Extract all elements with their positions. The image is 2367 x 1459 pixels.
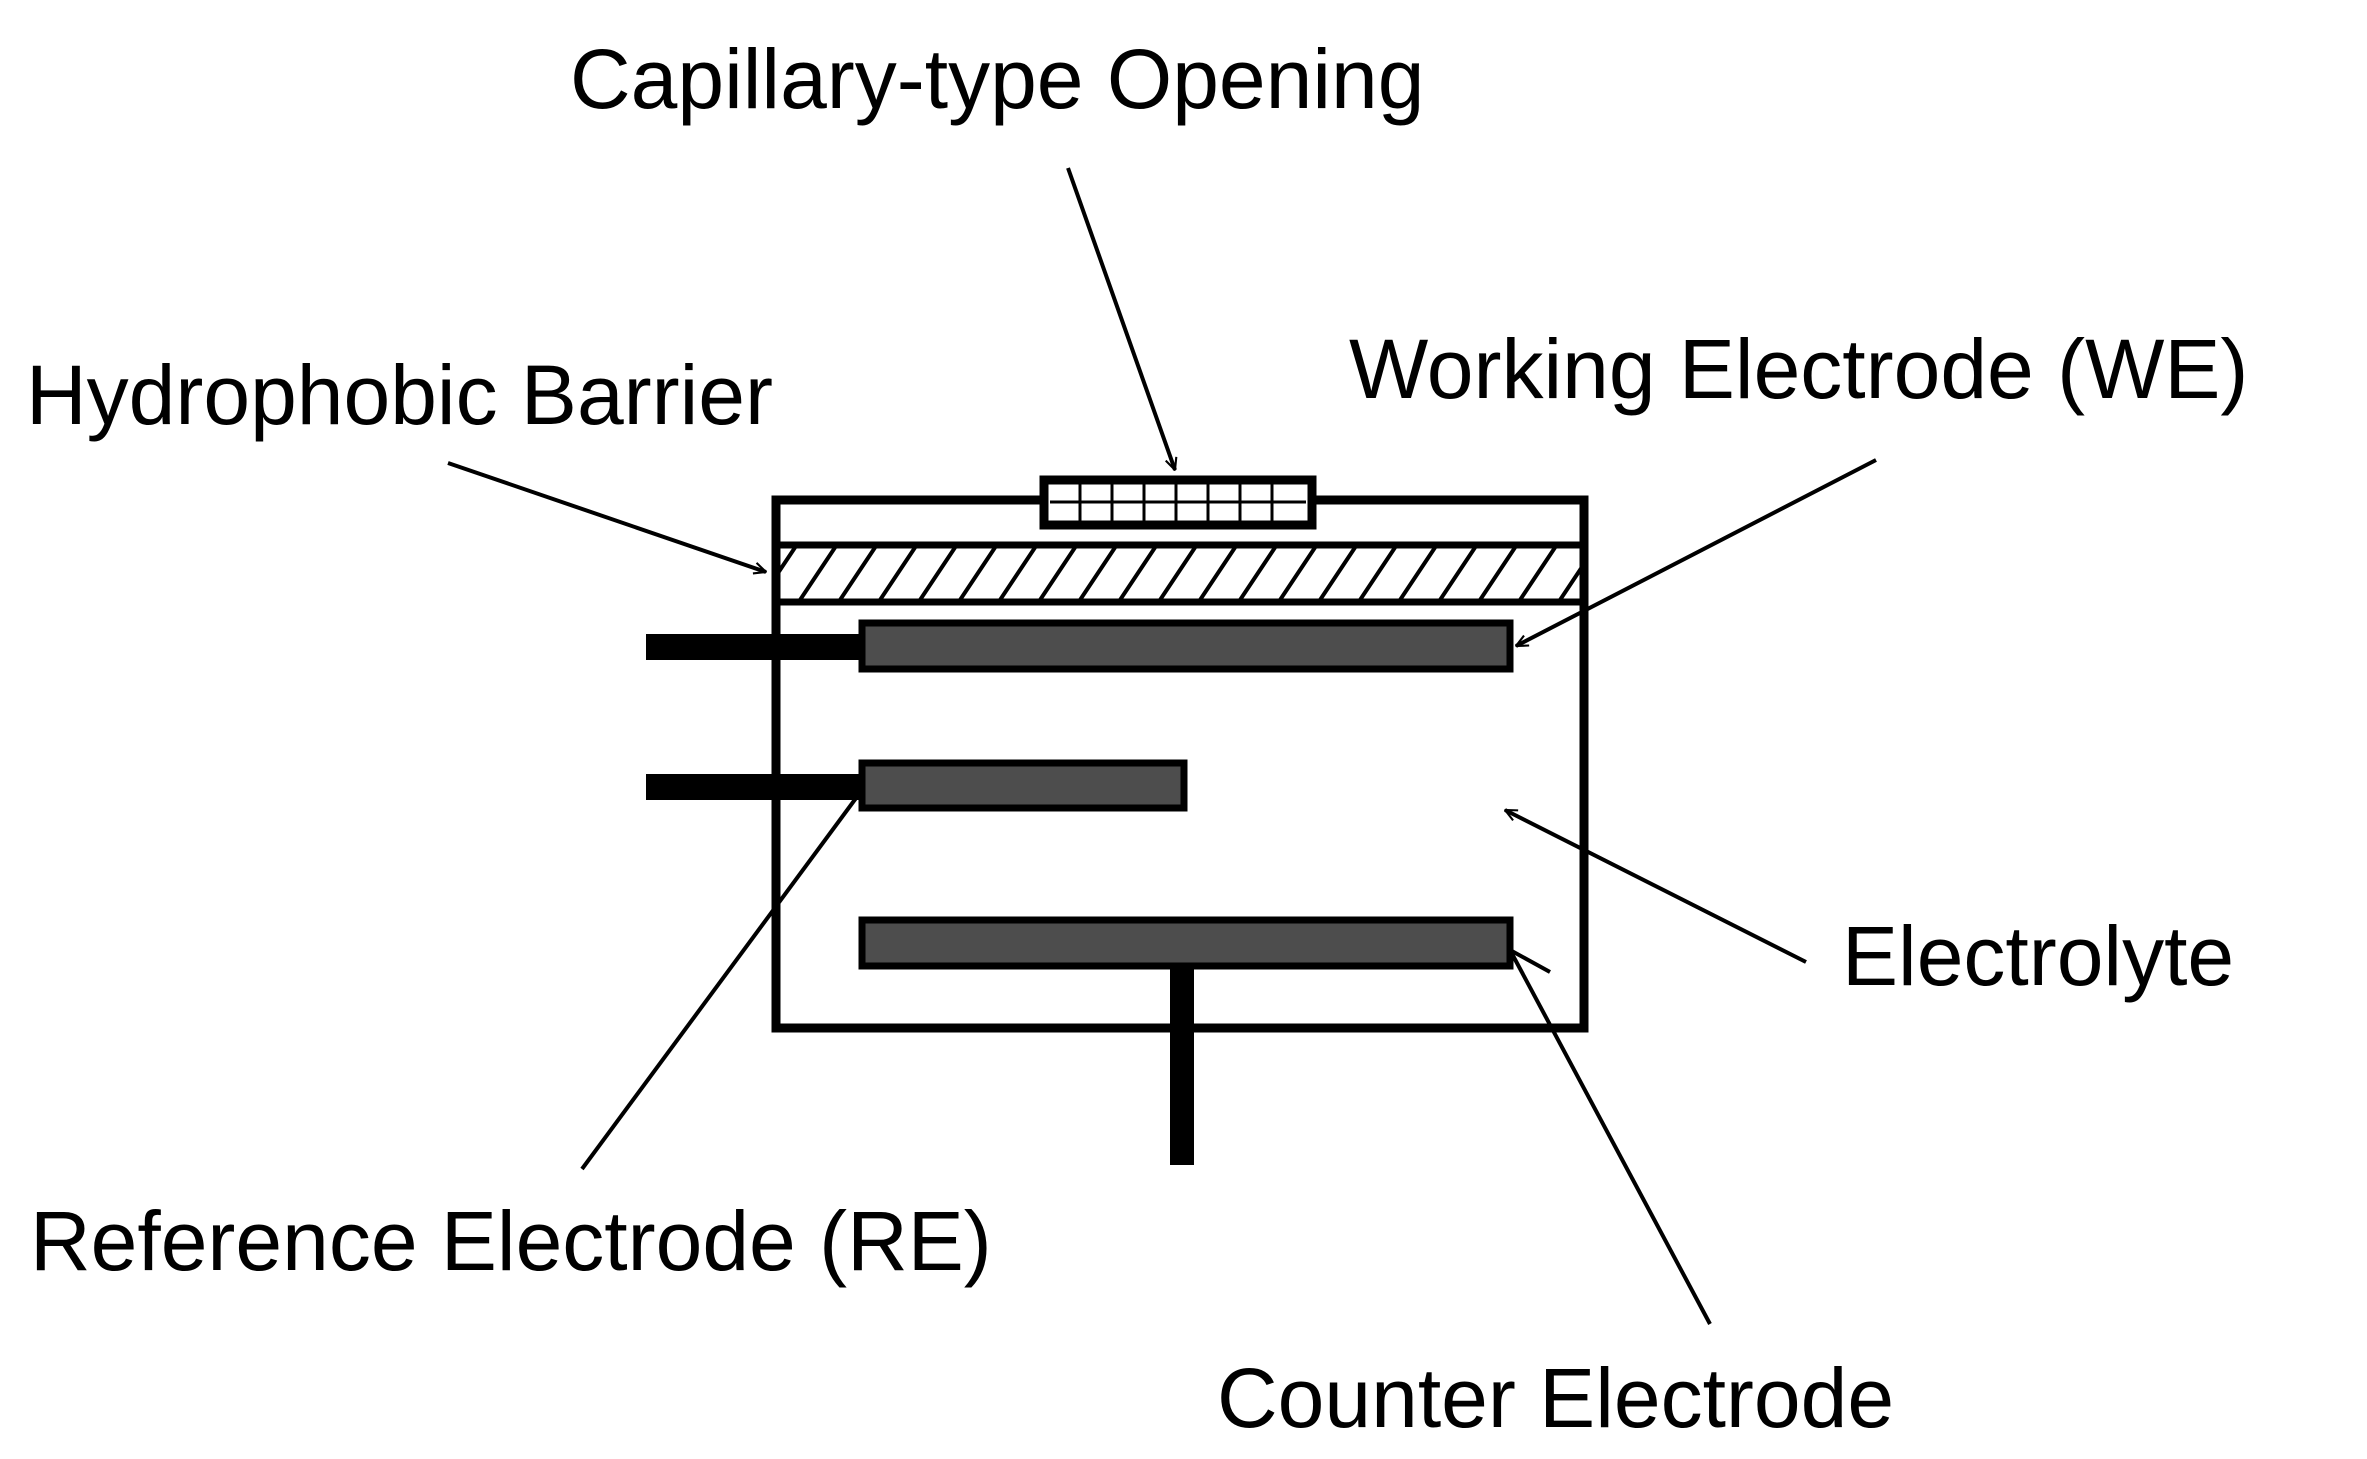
working-electrode-label: Working Electrode (WE): [1349, 322, 2248, 416]
hydrophobic-barrier: [772, 541, 1588, 606]
reference-electrode-arrow: [580, 790, 864, 1171]
counter-electrode-leader: [1508, 949, 1712, 1325]
electrolyte-arrow: [1505, 808, 1807, 964]
capillary-opening-label: Capillary-type Opening: [570, 32, 1424, 126]
electrolyte-label: Electrolyte: [1842, 909, 2234, 1003]
counter-electrode-label: Counter Electrode: [1217, 1351, 1894, 1445]
working-electrode: [858, 619, 1514, 673]
reference-electrode: [858, 759, 1188, 812]
hydrophobic-barrier-label: Hydrophobic Barrier: [26, 348, 773, 442]
counter-electrode: [858, 916, 1514, 970]
hydrophobic-barrier-arrow: [447, 461, 766, 572]
capillary-opening-arrow: [1066, 167, 1175, 470]
counter-electrode-tick: [1509, 948, 1551, 974]
working-electrode-arrow: [1516, 458, 1877, 648]
capillary-opening: [1039, 475, 1317, 530]
reference-electrode-label: Reference Electrode (RE): [30, 1194, 992, 1288]
